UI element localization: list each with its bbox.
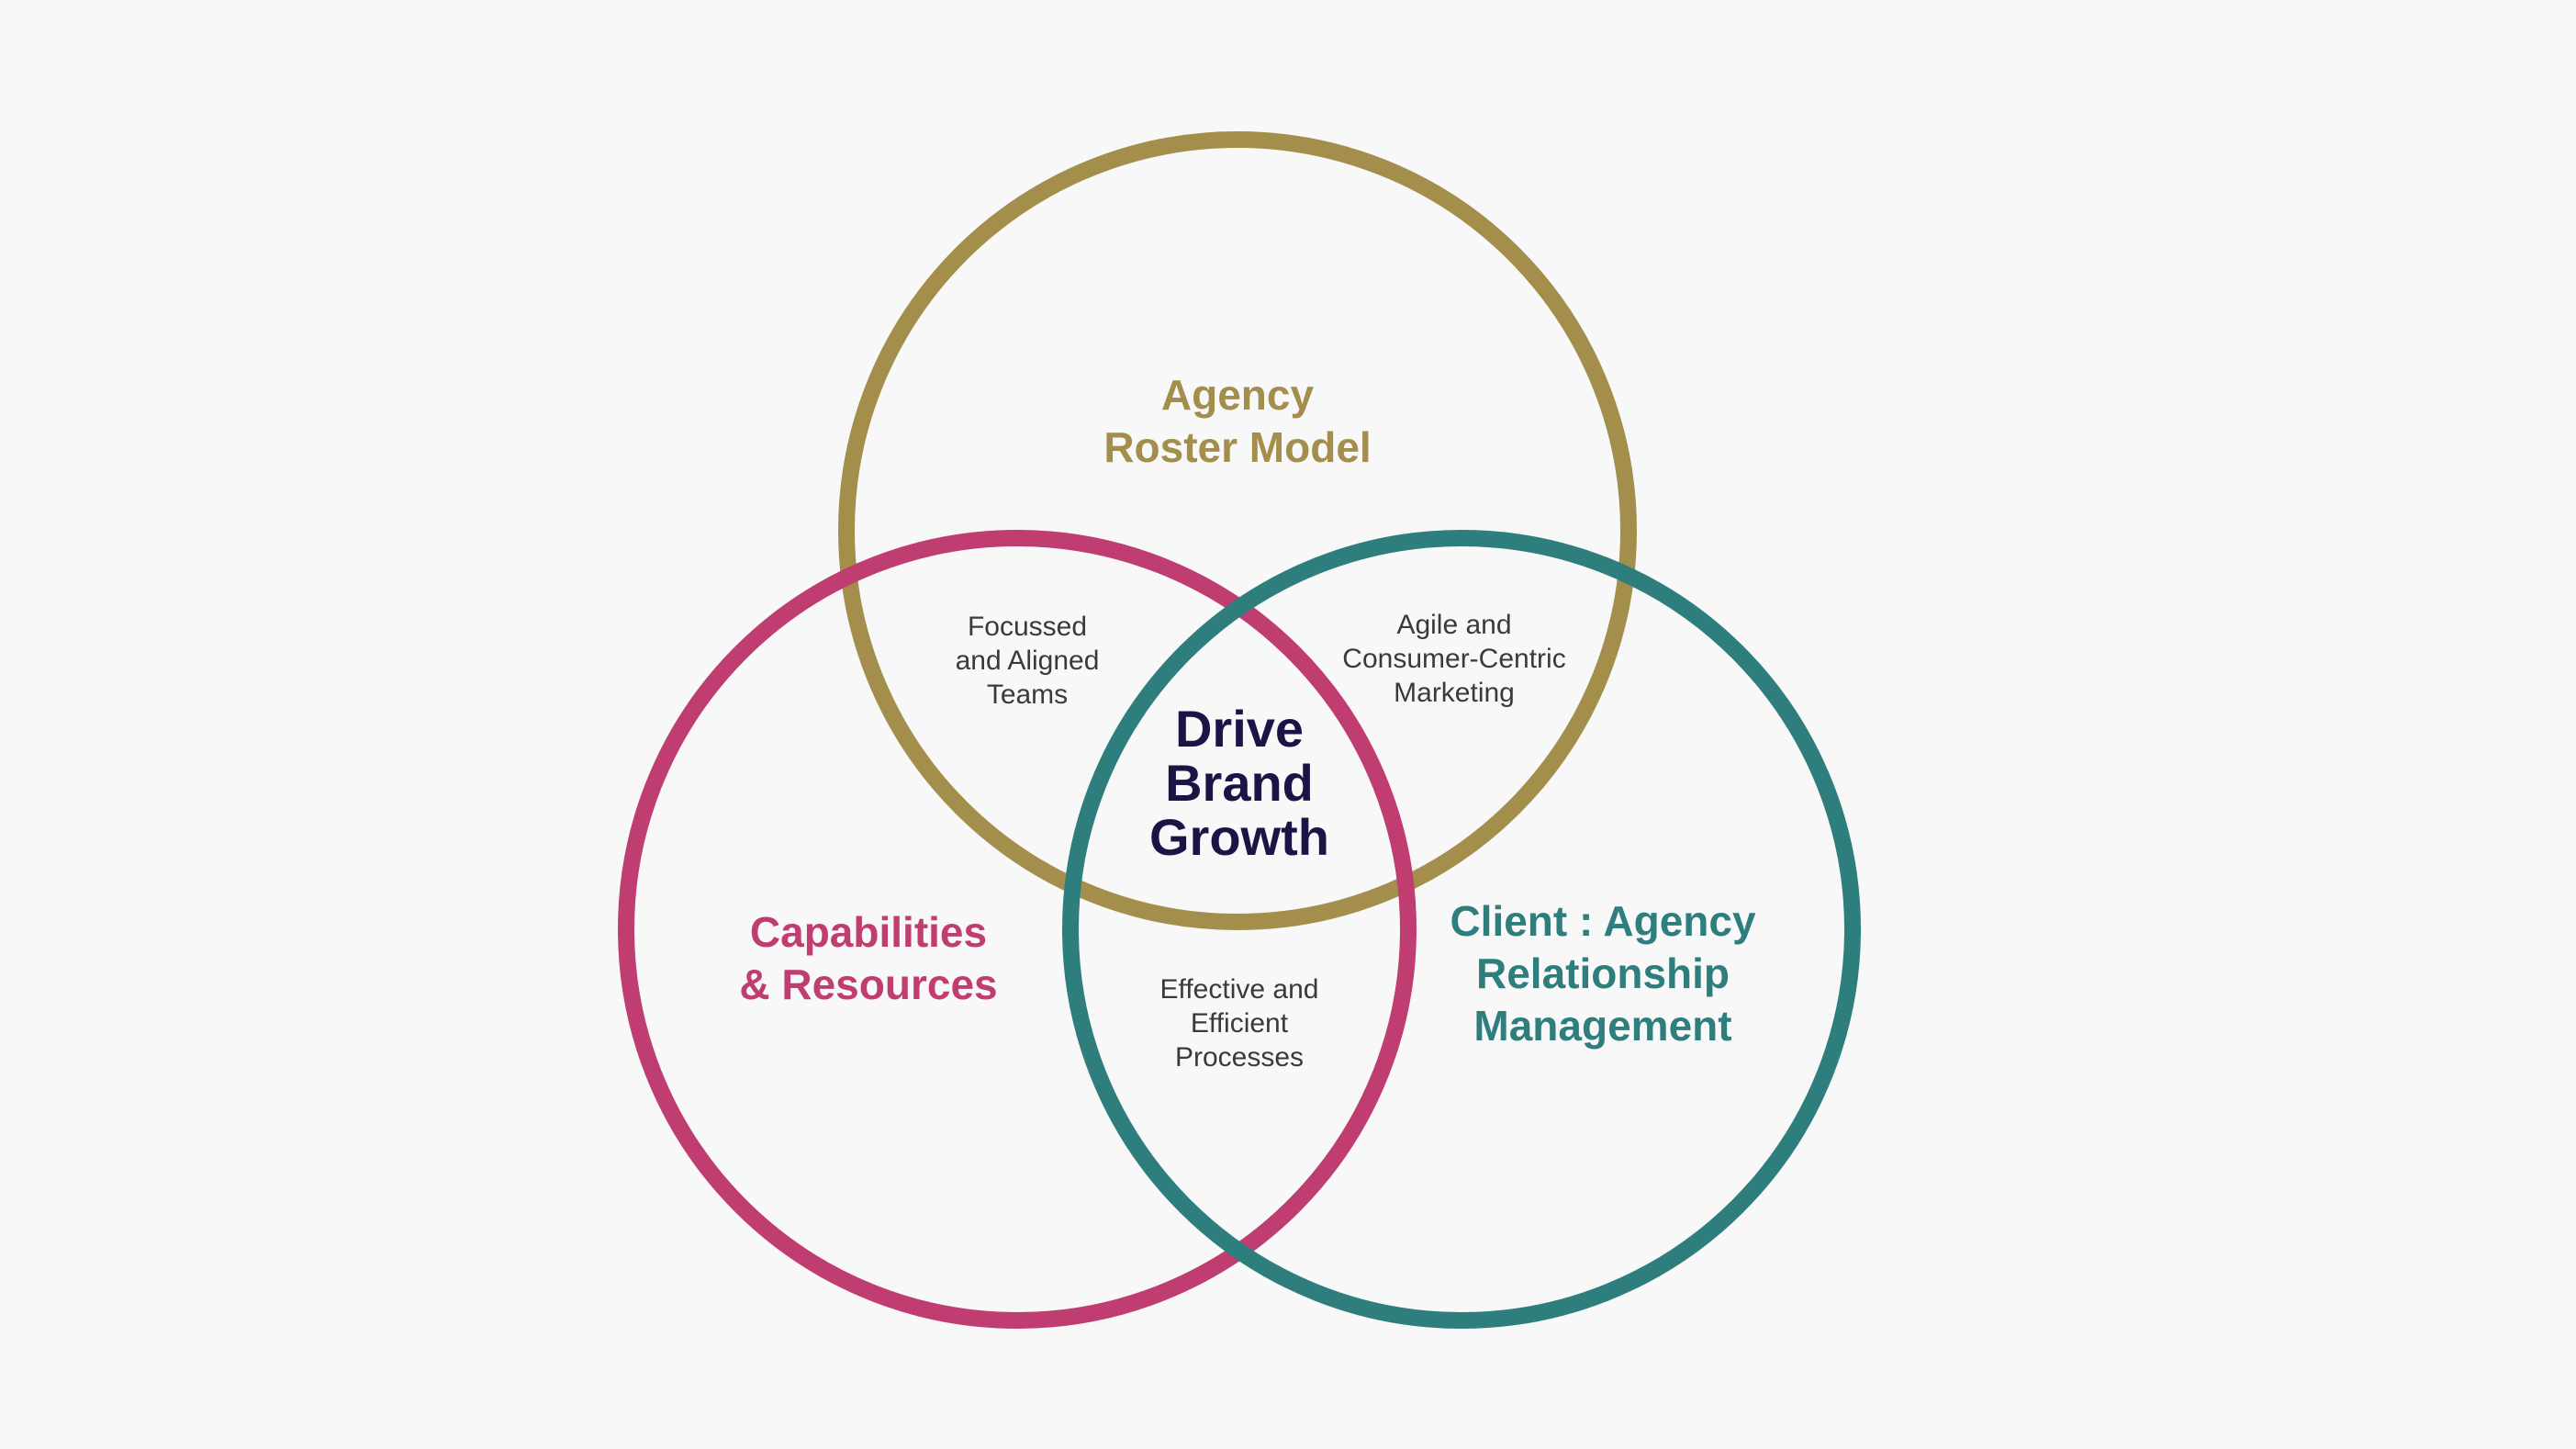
overlap-agency-client-label: Agile and Consumer-Centric Marketing: [1342, 610, 1566, 708]
agency-roster-label: Agency Roster Model: [1103, 371, 1372, 471]
capabilities-label: Capabilities & Resources: [739, 908, 998, 1008]
overlap-capabilities-client-label: Effective and Efficient Processes: [1159, 974, 1319, 1073]
overlap-agency-capabilities-label: Focussed and Aligned Teams: [955, 612, 1100, 710]
client-relationship-circle: [1062, 530, 1861, 1329]
agency-roster-circle: [838, 131, 1637, 930]
capabilities-circle: [618, 530, 1417, 1329]
client-relationship-label: Client : Agency Relationship Management: [1450, 897, 1756, 1050]
center-label: Drive Brand Growth: [1149, 700, 1329, 866]
